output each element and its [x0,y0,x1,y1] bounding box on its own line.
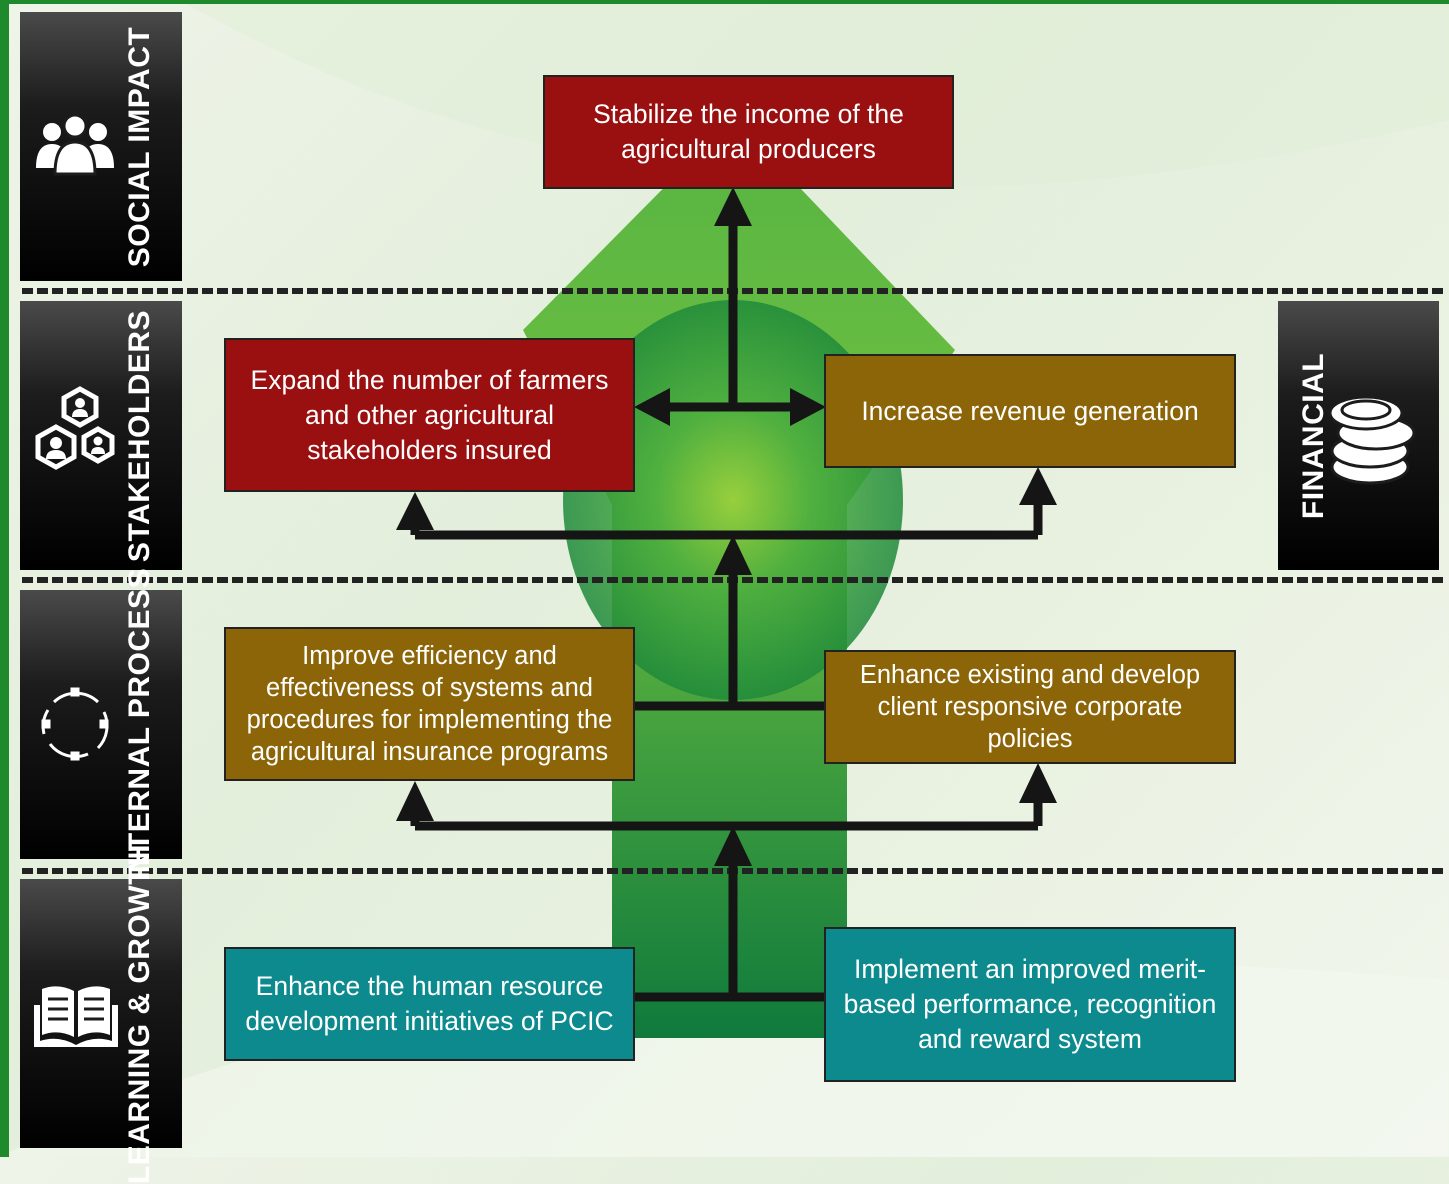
connector-lines [396,187,1057,1002]
objective-improve-efficiency: Improve efficiency and effectiveness of … [224,627,635,781]
objective-text: Implement an improved merit-based perfor… [843,954,1217,1054]
objective-expand-insured: Expand the number of farmers and other a… [224,338,635,492]
coin-stack-icon [1328,395,1416,485]
objective-implement-merit: Implement an improved merit-based perfor… [824,927,1236,1082]
arrow-head [396,492,434,530]
arrow-head [1019,467,1057,505]
perspective-social-impact: SOCIAL IMPACT [20,12,182,281]
cycle-process-icon [41,687,109,761]
perspective-internal-process: INTERNAL PROCESS [20,567,182,882]
arrow-head [790,388,826,426]
objective-enhance-policies: Enhance existing and develop client resp… [824,650,1236,764]
objective-stabilize-income: Stabilize the income of the agricultural… [543,75,954,189]
people-group-icon [36,113,114,176]
arrow-head [714,535,752,575]
objective-enhance-hr: Enhance the human resource development i… [224,947,635,1061]
objective-increase-revenue: Increase revenue generation [824,354,1236,468]
arrow-head [1019,763,1057,803]
open-book-icon [34,986,118,1047]
perspective-learning-growth: LEARNING & GROWTH [20,843,182,1184]
objective-text: Enhance the human resource development i… [245,971,614,1036]
objective-text: Expand the number of farmers and other a… [250,364,609,465]
objective-text: Improve efficiency and effectiveness of … [246,642,613,766]
perspective-financial: FINANCIAL [1278,301,1439,570]
arrow-head [714,187,752,226]
objective-text: Enhance existing and develop client resp… [859,661,1201,753]
arrow-head [396,781,434,821]
perspective-stakeholders: STAKEHOLDERS [20,301,182,570]
arrow-head [634,388,670,426]
arrow-head [714,826,752,866]
objective-text: Stabilize the income of the agricultural… [593,99,904,164]
objective-text: Increase revenue generation [861,395,1199,426]
stakeholder-network-icon [35,386,115,470]
